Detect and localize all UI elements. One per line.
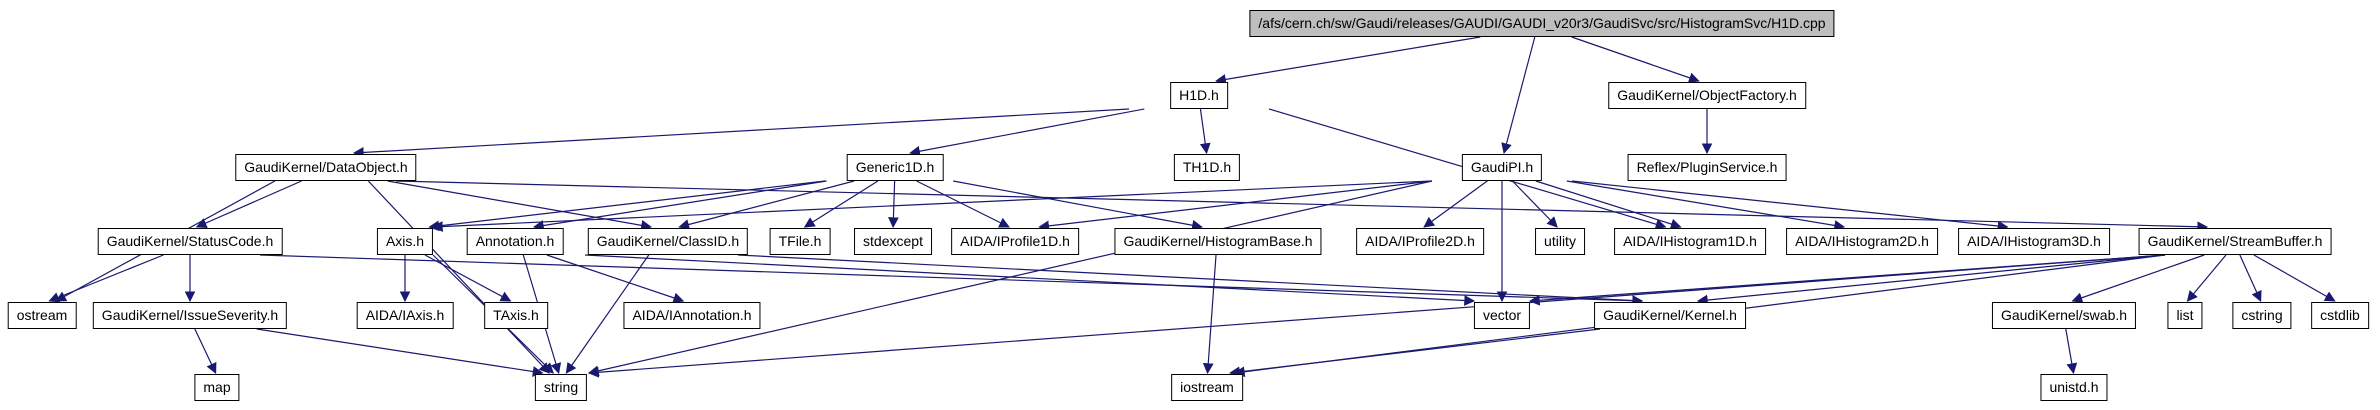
edge-gaudipi-to-iprofile2d [1423,180,1488,228]
graph-node-list: list [2167,302,2203,329]
graph-node-iostream: iostream [1171,374,1243,401]
edge-statuscode-to-kernel [259,254,1644,307]
graph-node-generic1d[interactable]: Generic1D.h [846,154,944,181]
graph-node-string: string [534,374,588,401]
edge-streambuffer-to-vector [1528,254,2166,306]
edge-generic1d-to-stdexcept [888,180,899,229]
edge-generic1d-to-iprofile1d [916,180,1010,228]
graph-node-kernel[interactable]: GaudiKernel/Kernel.h [1594,302,1746,329]
edge-dataobject-to-statuscode [195,180,302,229]
edge-h1d_cpp-to-h1d_h [1215,36,1481,85]
graph-node-dataobject[interactable]: GaudiKernel/DataObject.h [235,154,417,181]
graph-node-th1d: TH1D.h [1173,154,1241,181]
graph-node-classid[interactable]: GaudiKernel/ClassID.h [587,228,749,255]
edge-issueseverity-to-string [256,328,544,377]
edge-annotation-to-iannotation [546,254,685,304]
edge-histogrambase-to-iostream [1202,254,1217,375]
graph-node-cstdlib: cstdlib [2311,302,2369,329]
edge-gaudipi-to-ihistogram1d [1535,180,1682,230]
edge-gaudipi-to-utility [1512,180,1558,228]
edge-h1d_h-to-dataobject [352,108,1130,158]
edge-streambuffer-to-swab [2071,254,2205,303]
graph-node-taxis: TAxis.h [484,302,548,329]
graph-node-axis[interactable]: Axis.h [376,228,434,255]
graph-node-ihistogram2d: AIDA/IHistogram2D.h [1786,228,1938,255]
edge-swab-to-unistd [2065,328,2078,375]
edge-streambuffer-to-cstring [2239,254,2262,302]
graph-node-tfile: TFile.h [769,228,831,255]
graph-node-unistd: unistd.h [2040,374,2108,401]
edge-h1d_h-to-th1d [1199,108,1211,155]
graph-node-annotation[interactable]: Annotation.h [466,228,564,255]
edge-gaudipi-to-string [587,180,1433,377]
edge-classid-to-kernel [737,254,1644,306]
graph-node-vector: vector [1473,302,1531,329]
edge-issueseverity-to-map [194,328,217,374]
graph-node-stdexcept: stdexcept [854,228,932,255]
edge-annotation-to-vector [584,254,1476,306]
edge-streambuffer-to-kernel [1696,254,2166,306]
graph-node-issueseverity[interactable]: GaudiKernel/IssueSeverity.h [92,302,288,329]
graph-node-h1d_cpp: /afs/cern.ch/sw/Gaudi/releases/GAUDI/GAU… [1249,10,1835,37]
graph-node-utility: utility [1535,228,1585,255]
graph-node-statuscode[interactable]: GaudiKernel/StatusCode.h [97,228,283,255]
graph-node-ostream: ostream [7,302,77,329]
edge-gaudipi-to-iprofile1d [1038,180,1433,232]
graph-node-h1d_h[interactable]: H1D.h [1170,82,1228,109]
graph-node-cstring: cstring [2232,302,2292,329]
edge-h1d_h-to-generic1d [909,108,1145,157]
graph-node-objectfactory[interactable]: GaudiKernel/ObjectFactory.h [1608,82,1806,109]
graph-node-pluginservice: Reflex/PluginService.h [1627,154,1787,181]
edge-generic1d-to-annotation [532,180,827,231]
edge-gaudipi-to-ihistogram3d [1571,180,2009,232]
graph-node-ihistogram1d: AIDA/IHistogram1D.h [1614,228,1766,255]
edge-h1d_cpp-to-objectfactory [1571,36,1700,83]
edge-generic1d-to-classid [678,180,855,230]
graph-node-iannotation: AIDA/IAnnotation.h [623,302,761,329]
edge-classid-to-string [565,254,650,374]
graph-node-swab[interactable]: GaudiKernel/swab.h [1991,302,2137,329]
edge-streambuffer-to-list [2186,254,2227,302]
edge-dataobject-to-streambuffer [395,180,2209,233]
edge-generic1d-to-tfile [803,180,879,228]
graph-node-ihistogram3d: AIDA/IHistogram3D.h [1958,228,2110,255]
graph-node-iaxis: AIDA/IAxis.h [356,302,454,329]
graph-node-histogrambase[interactable]: GaudiKernel/HistogramBase.h [1114,228,1322,255]
edge-statuscode-to-ostream [48,254,164,303]
edge-gaudipi-to-ihistogram2d [1566,180,1846,231]
edge-dataobject-to-string [367,180,550,374]
edge-gaudipi-to-axis [431,180,1433,232]
graph-node-iprofile1d: AIDA/IProfile1D.h [951,228,1079,255]
edge-kernel-to-iostream [1229,328,1601,378]
edge-generic1d-to-axis [428,180,826,232]
graph-node-streambuffer[interactable]: GaudiKernel/StreamBuffer.h [2138,228,2332,255]
graph-node-gaudipi[interactable]: GaudiPI.h [1461,154,1543,181]
graph-node-iprofile2d: AIDA/IProfile2D.h [1356,228,1484,255]
edge-streambuffer-to-string [587,254,2166,378]
edge-generic1d-to-histogrambase [953,180,1203,231]
edge-h1d_cpp-to-gaudipi [1501,36,1536,155]
edge-streambuffer-to-cstdlib [2253,254,2336,302]
edge-axis-to-taxis [424,254,512,302]
graph-node-map: map [194,374,240,401]
